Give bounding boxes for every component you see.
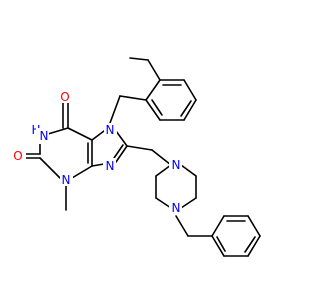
bond-tol-4-5 <box>183 99 197 121</box>
bond-ch2-pipN <box>151 149 172 166</box>
nitrogen-atom-n7: N <box>106 123 115 137</box>
bond-methyl-end <box>129 57 149 61</box>
bond-ch2-aryl <box>119 95 147 101</box>
bond-tol-6-1 <box>145 99 161 121</box>
bond-tol-6-1-double <box>151 99 163 116</box>
bond-c5-n7 <box>91 130 105 141</box>
bond-pip-a <box>180 164 197 177</box>
nitrogen-atom-n9: N <box>106 159 115 173</box>
structure-canvas: O H N O N N N N N <box>12 57 261 257</box>
bond-ph-6-1 <box>211 235 225 257</box>
bond-pip-f <box>155 164 172 177</box>
bond-tol-4-5-double <box>180 100 192 117</box>
bond-pip-c <box>180 197 197 209</box>
bond-n9-c4 <box>91 163 105 167</box>
bond-n7-c8 <box>115 130 128 147</box>
bond-c6-n1 <box>47 127 69 135</box>
bond-ph-4-5 <box>247 235 261 257</box>
nitrogen-atom-piperazine-1: N <box>172 158 181 172</box>
bond-layer <box>25 57 261 257</box>
bond-pipN4-ch2 <box>175 215 189 237</box>
bond-ph-3-4 <box>247 215 261 237</box>
bond-c5-c6 <box>67 127 93 141</box>
bond-pip-d <box>155 197 172 209</box>
bond-ph-4-5-double <box>244 236 256 253</box>
nitrogen-atom-piperazine-4: N <box>172 201 181 215</box>
bond-c2-n3 <box>39 157 61 179</box>
nitrogen-atom-n1: N <box>40 129 49 143</box>
oxygen-atom-top: O <box>60 90 69 104</box>
bond-c8-n9-double <box>113 144 124 159</box>
nitrogen-atom-n3: N <box>62 173 71 187</box>
bond-tol-methyl <box>147 59 161 81</box>
bond-c8-ch2 <box>126 145 153 151</box>
bond-c8-n9 <box>115 145 128 163</box>
bond-tol-3-4 <box>183 79 197 101</box>
molecule-structure: O H N O N N N N N <box>12 57 261 257</box>
bond-ph-1-2 <box>211 215 225 237</box>
atom-label-layer: O H N O N N N N N <box>12 90 182 215</box>
oxygen-atom-left: O <box>13 149 22 163</box>
bond-ph-6-1-double <box>216 236 226 252</box>
bond-tol-1-2 <box>145 79 161 101</box>
bond-n7-ch2 <box>109 95 121 124</box>
bond-n3-c4 <box>71 165 93 179</box>
